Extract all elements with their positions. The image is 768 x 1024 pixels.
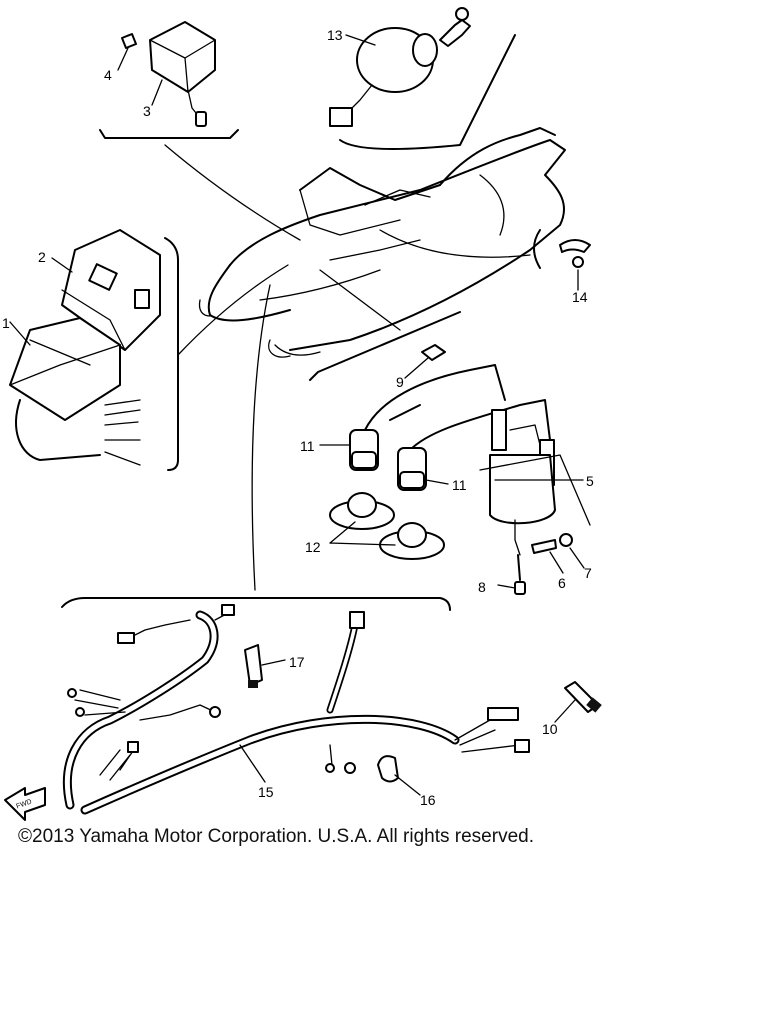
callout-13: 13 (327, 27, 343, 43)
part-17-band (244, 644, 263, 688)
callout-14: 14 (572, 289, 588, 305)
callout-10: 10 (542, 721, 558, 737)
bracket-parts-1-2 (164, 237, 179, 471)
part-16-clamp (377, 755, 399, 783)
fwd-arrow-icon: FWD (4, 787, 46, 821)
callout-6: 6 (558, 575, 566, 591)
callout-5: 5 (586, 473, 594, 489)
bracket-harness (61, 597, 451, 611)
callout-1: 1 (2, 315, 10, 331)
part-5-ignition-coil (479, 424, 591, 556)
part-11-plug-caps (349, 364, 555, 491)
part-8-ground-lead (514, 554, 526, 595)
part-6-bolt (531, 539, 557, 554)
callout-17: 17 (289, 654, 305, 670)
callout-9: 9 (396, 374, 404, 390)
callout-15: 15 (258, 784, 274, 800)
part-10-pin (564, 681, 602, 713)
part-2-cover (61, 229, 161, 351)
part-1-cdi-unit (9, 317, 141, 466)
part-9-cap (421, 344, 446, 361)
bracket-part-13 (339, 34, 516, 150)
bracket-part-3 (99, 129, 239, 139)
part-13-ignition-switch (329, 7, 471, 127)
part-7-washer (559, 533, 573, 547)
leader-line (379, 229, 531, 258)
callout-3: 3 (143, 103, 151, 119)
bracket-coil-group (309, 311, 461, 381)
leader-line (177, 264, 289, 356)
leader-line (251, 284, 271, 591)
snowmobile-body (198, 127, 566, 358)
callout-16: 16 (420, 792, 436, 808)
part-14-clip (533, 229, 591, 269)
part-3-box (121, 21, 216, 127)
leader-line (319, 269, 401, 331)
leader-line (164, 144, 301, 241)
callout-8: 8 (478, 579, 486, 595)
part-15-wire-harness (62, 604, 530, 815)
copyright-notice: ©2013 Yamaha Motor Corporation. U.S.A. A… (18, 826, 534, 847)
callout-11-left: 11 (300, 438, 315, 454)
callout-11-right: 11 (452, 477, 467, 493)
callout-4: 4 (104, 67, 112, 83)
callout-7: 7 (584, 565, 592, 581)
callout-numbers: 4 3 13 2 1 9 11 11 12 5 6 7 8 10 14 15 1… (2, 27, 594, 808)
callout-2: 2 (38, 249, 46, 265)
callout-12: 12 (305, 539, 321, 555)
callout-leaders (9, 34, 585, 796)
part-12-plug-boots (329, 492, 445, 560)
